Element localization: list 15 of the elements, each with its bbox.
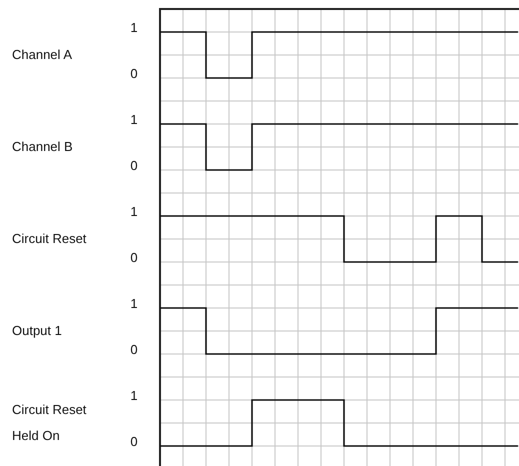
- signal-name: Channel B: [12, 138, 74, 156]
- logic-level-label: 0: [129, 434, 139, 450]
- logic-level-label: 1: [129, 388, 139, 404]
- logic-level-label: 0: [129, 66, 139, 82]
- signal-name: Channel A: [12, 46, 73, 64]
- logic-level-label: 0: [129, 158, 139, 174]
- signal-name: Output 1: [12, 322, 63, 340]
- logic-level-label: 1: [129, 112, 139, 128]
- logic-level-label: 0: [129, 250, 139, 266]
- logic-level-label: 0: [129, 342, 139, 358]
- logic-level-label: 1: [129, 204, 139, 220]
- logic-level-label: 1: [129, 20, 139, 36]
- logic-level-label: 1: [129, 296, 139, 312]
- signal-name: Circuit Reset Held On: [12, 401, 88, 445]
- signal-name: Circuit Reset: [12, 230, 88, 248]
